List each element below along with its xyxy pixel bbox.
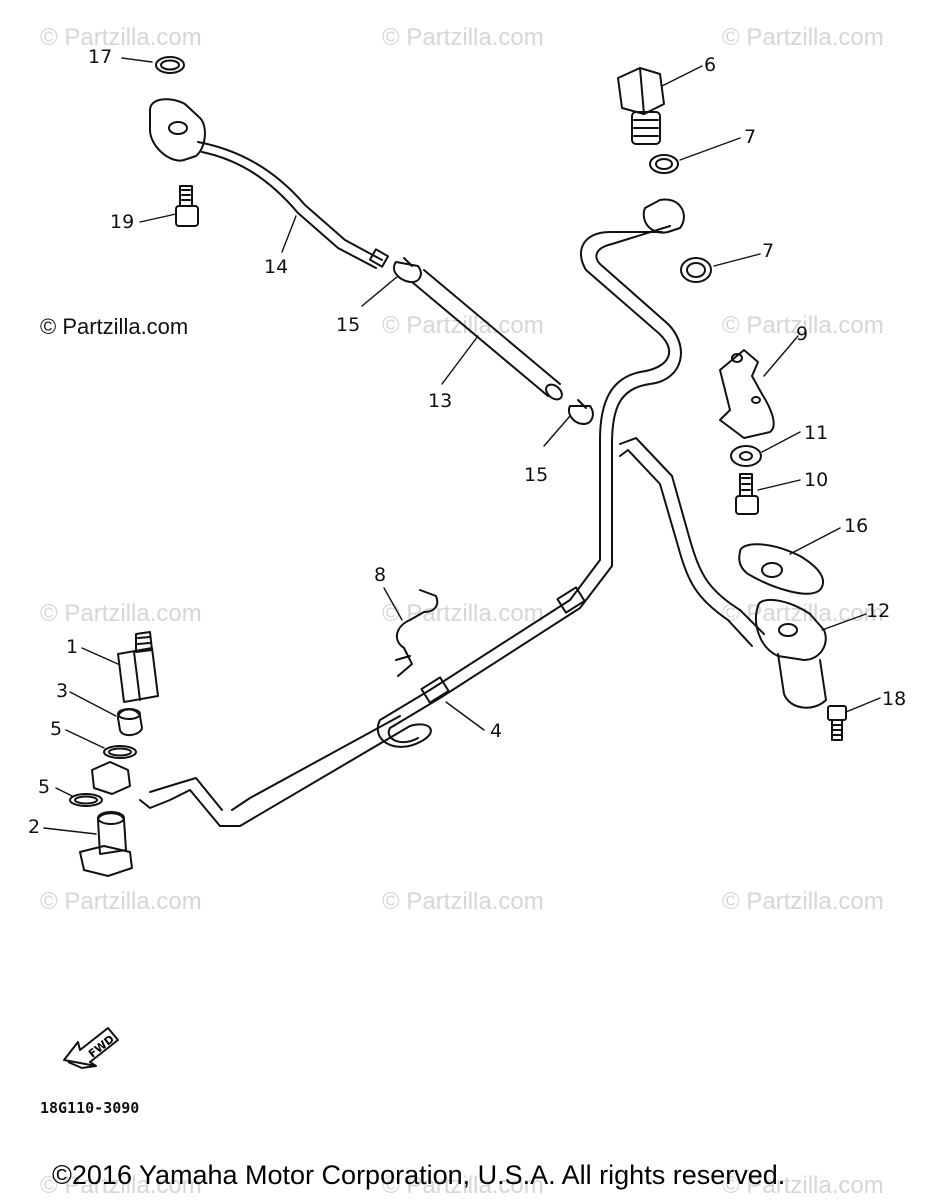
part-4-pipe	[139, 198, 685, 827]
watermark: © Partzilla.com	[40, 888, 202, 915]
part-12-pipe	[619, 437, 827, 709]
watermark: © Partzilla.com	[382, 24, 544, 51]
callout-14: 14	[264, 256, 289, 278]
part-code: 18G110-3090	[40, 1099, 140, 1117]
watermark: © Partzilla.com	[722, 600, 884, 627]
callout-17: 17	[88, 46, 113, 68]
part-3-collar	[117, 708, 143, 736]
watermark: © Partzilla.com	[40, 1172, 202, 1199]
part-7-washer-lower	[680, 257, 712, 283]
part-13-hose	[411, 269, 563, 401]
watermark: © Partzilla.com	[382, 600, 544, 627]
callout-1: 1	[66, 636, 79, 658]
part-6-bolt	[617, 67, 665, 145]
callout-5-lower: 5	[38, 776, 51, 798]
watermark: © Partzilla.com	[382, 888, 544, 915]
callout-18: 18	[882, 688, 907, 710]
part-15-clamp-upper	[392, 257, 422, 284]
part-8-clip	[395, 589, 439, 677]
callout-10: 10	[804, 469, 829, 491]
watermark: © Partzilla.com	[40, 24, 202, 51]
callout-5-upper: 5	[50, 718, 63, 740]
part-18-bolt	[827, 705, 847, 741]
watermark: © Partzilla.com	[382, 1172, 544, 1199]
callout-7-upper: 7	[744, 126, 757, 148]
callout-15-upper: 15	[336, 314, 361, 336]
fwd-arrow-icon: FWD	[63, 1027, 119, 1070]
callout-9: 9	[796, 323, 809, 345]
callout-8: 8	[374, 564, 387, 586]
part-15-clamp-lower	[568, 399, 594, 425]
watermark: © Partzilla.com	[40, 600, 202, 627]
callout-2: 2	[28, 816, 41, 838]
part-16-gasket	[738, 543, 825, 595]
watermark: © Partzilla.com	[722, 24, 884, 51]
part-4-nut	[91, 761, 131, 795]
copyright-footer: ©2016 Yamaha Motor Corporation, U.S.A. A…	[52, 1160, 786, 1190]
part-5-seal-upper	[103, 745, 137, 759]
part-1-fitting	[117, 631, 159, 703]
part-11-washer	[730, 445, 762, 467]
part-14-pipe	[149, 98, 390, 269]
part-9-bracket	[719, 349, 775, 439]
callout-4: 4	[490, 720, 503, 742]
watermark: © Partzilla.com	[722, 312, 884, 339]
callout-11: 11	[804, 422, 829, 444]
callout-7-lower: 7	[762, 240, 775, 262]
part-10-bolt	[735, 473, 759, 515]
part-19-bolt	[175, 185, 199, 227]
watermark: © Partzilla.com	[722, 888, 884, 915]
callout-12: 12	[866, 600, 891, 622]
callout-13: 13	[428, 390, 453, 412]
part-7-washer-upper	[649, 154, 679, 174]
part-17-o-ring	[155, 56, 185, 74]
callout-16: 16	[844, 515, 869, 537]
callout-3: 3	[56, 680, 69, 702]
callout-19: 19	[110, 211, 135, 233]
watermark: © Partzilla.com	[722, 1172, 884, 1199]
callout-6: 6	[704, 54, 717, 76]
partzilla-credit: © Partzilla.com	[40, 314, 189, 339]
part-5-seal-lower	[69, 793, 103, 807]
part-2-banjo-bolt	[79, 811, 133, 877]
callout-15-lower: 15	[524, 464, 549, 486]
